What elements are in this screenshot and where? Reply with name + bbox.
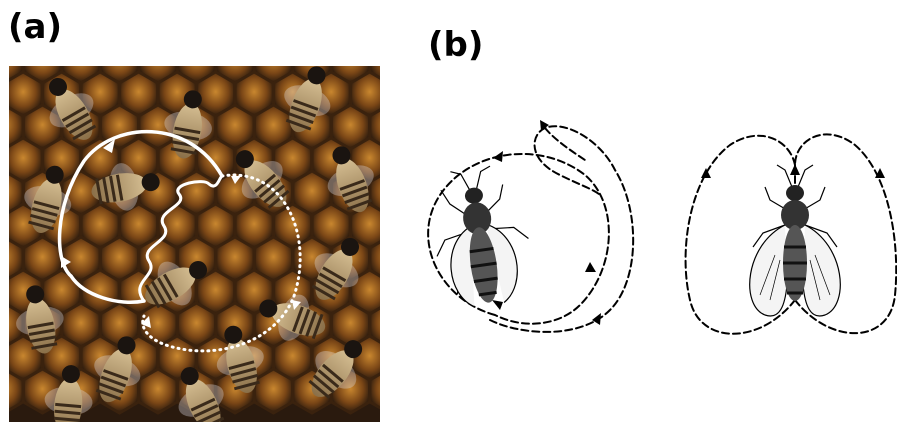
panel-a-label: (a) [8,10,62,44]
bee-dance-drawing [400,100,897,425]
bee-drawing-left [426,162,537,311]
arrow-icon [585,262,596,272]
arrow-icon [492,300,503,310]
waggle-dance-arrows [701,164,885,178]
arrow-icon [592,313,601,325]
bee-photo-illustration [9,66,380,422]
round-dance-paths [428,126,633,332]
comb-cell [254,369,292,413]
arrow-icon [790,164,800,175]
bee-drawing-right [750,165,841,316]
panel-b-label: (b) [428,28,483,62]
dance-patterns-illustration [400,100,897,425]
bee-comb-photo [9,66,380,422]
comb-cell [139,369,177,413]
arrow-icon [701,168,711,178]
